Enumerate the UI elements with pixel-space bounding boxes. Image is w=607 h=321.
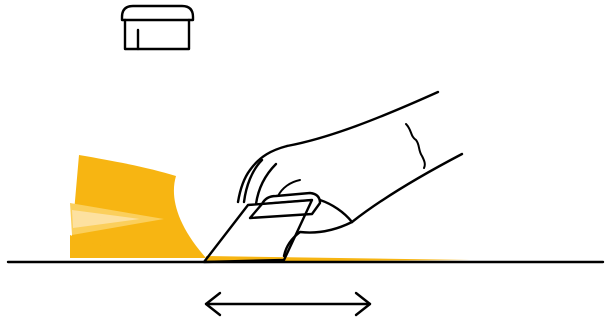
scraper-blade-icon [122, 6, 193, 49]
scraper-tool [204, 193, 320, 262]
double-headed-arrow-icon [206, 293, 370, 315]
gloved-hand [238, 92, 462, 256]
